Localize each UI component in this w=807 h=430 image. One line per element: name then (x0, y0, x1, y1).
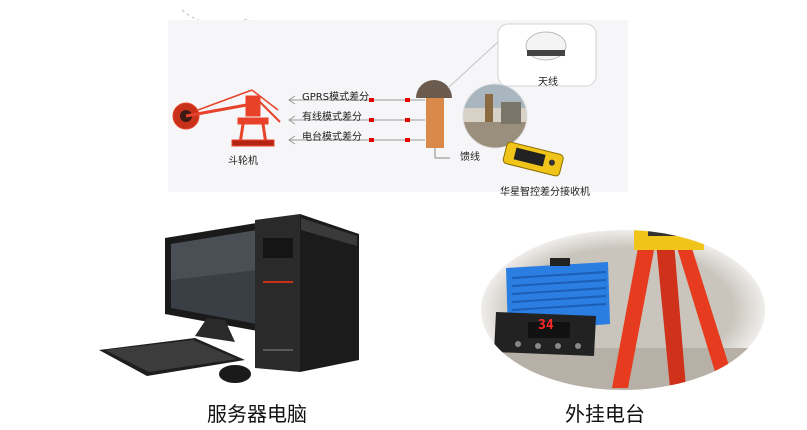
link-arrows (288, 95, 425, 145)
radio-link-label: 电台模式差分 (302, 132, 362, 143)
mouse-icon (219, 365, 251, 383)
bucket-wheel-machine (172, 89, 281, 147)
pc-tower (255, 214, 359, 372)
decorative-arc (181, 9, 251, 26)
wired-link-label: 有线模式差分 (302, 112, 362, 123)
gprs-link-label: GPRS模式差分 (302, 92, 370, 103)
cable-label: 馈线 (460, 152, 480, 163)
radio-display-value: 34 (538, 318, 554, 333)
receiver-device (502, 141, 564, 177)
monitor (165, 222, 263, 342)
server-computer-illustration (99, 214, 359, 383)
antenna-label: 天线 (538, 77, 558, 88)
machine-label: 斗轮机 (228, 156, 258, 167)
radio-caption: 外挂电台 (565, 402, 645, 426)
receiver-label: 华星智控差分接收机 (500, 187, 590, 198)
base-station-tower (416, 80, 452, 159)
radio-photo (481, 230, 765, 390)
antenna-callout (447, 23, 597, 89)
server-caption: 服务器电脑 (207, 402, 307, 426)
station-photo (462, 83, 528, 149)
